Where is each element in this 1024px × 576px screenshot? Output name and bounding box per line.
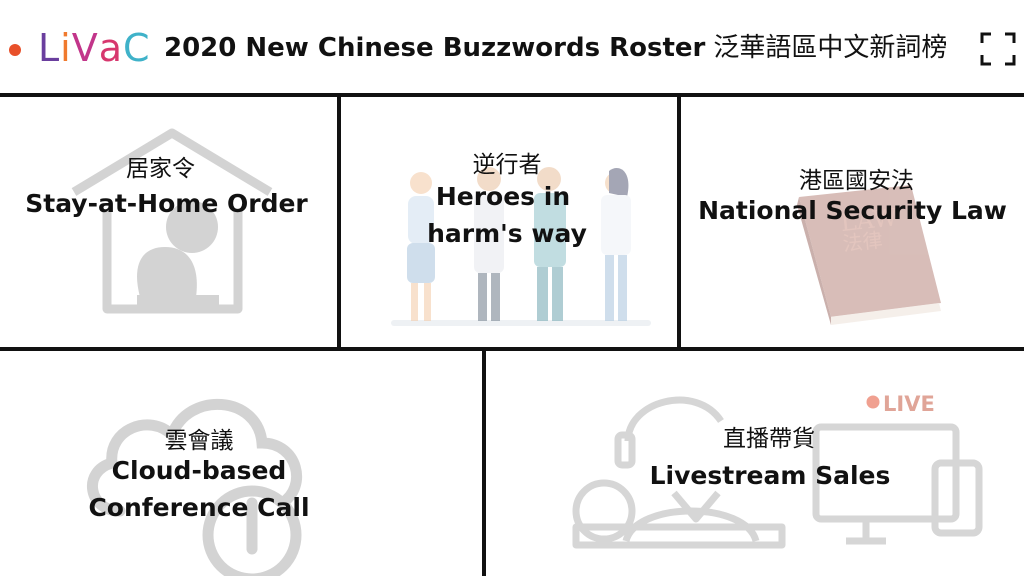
medical-workers-icon [391, 167, 651, 326]
record-dot-icon [9, 44, 21, 56]
logo-letter-c: C [123, 26, 151, 70]
divider-v3 [482, 349, 486, 576]
divider-middle [0, 347, 1024, 351]
card-security-law[interactable]: LAW 法律 港區國安法 National Security Law [681, 97, 1024, 347]
card-livestream[interactable]: LIVE 直播帶貨 Livestream Sales [486, 351, 1024, 576]
card-zh-label: 直播帶貨 [723, 426, 815, 452]
card-heroes[interactable]: 逆行者 Heroes in harm's way [341, 97, 677, 347]
card-en-label: Stay-at-Home Order [25, 189, 308, 218]
livac-logo: LiVaC [38, 26, 151, 70]
card-zh-label: 雲會議 [164, 428, 234, 454]
card-en-line-1: Heroes in [435, 182, 571, 211]
title-chinese: 泛華語區中文新詞榜 [713, 33, 948, 63]
book-text-law: LAW [839, 203, 899, 237]
live-dot-icon [866, 395, 880, 409]
card-zh-label: 居家令 [126, 156, 195, 182]
livestream-devices-icon: LIVE [572, 392, 983, 549]
law-book-icon: LAW 法律 [797, 185, 941, 325]
logo-letter-i: i [60, 26, 72, 70]
card-stay-at-home[interactable]: 居家令 Stay-at-Home Order [0, 97, 337, 347]
divider-v2 [677, 95, 681, 349]
card-zh-label: 逆行者 [472, 152, 542, 178]
card-en-line-2: harm's way [427, 219, 587, 248]
card-en-label: National Security Law [698, 196, 1007, 225]
card-en-line-2: Conference Call [88, 493, 310, 522]
card-en-line-1: Cloud-based [111, 456, 287, 485]
logo-letter-l: L [38, 26, 61, 70]
title-english: 2020 New Chinese Buzzwords Roster [164, 33, 706, 63]
card-en-label: Livestream Sales [649, 461, 891, 490]
fullscreen-icon[interactable] [980, 32, 1016, 66]
card-cloud-conference[interactable]: 雲會議 Cloud-based Conference Call [0, 351, 482, 576]
divider-top [0, 93, 1024, 97]
logo-letter-a: a [98, 26, 124, 70]
divider-v1 [337, 95, 341, 349]
live-badge: LIVE [883, 392, 935, 416]
card-zh-label: 港區國安法 [799, 168, 914, 194]
person-in-house-icon [71, 128, 273, 314]
cloud-power-icon [86, 398, 303, 576]
logo-letter-v: V [71, 26, 99, 70]
book-text-zh: 法律 [842, 228, 884, 256]
